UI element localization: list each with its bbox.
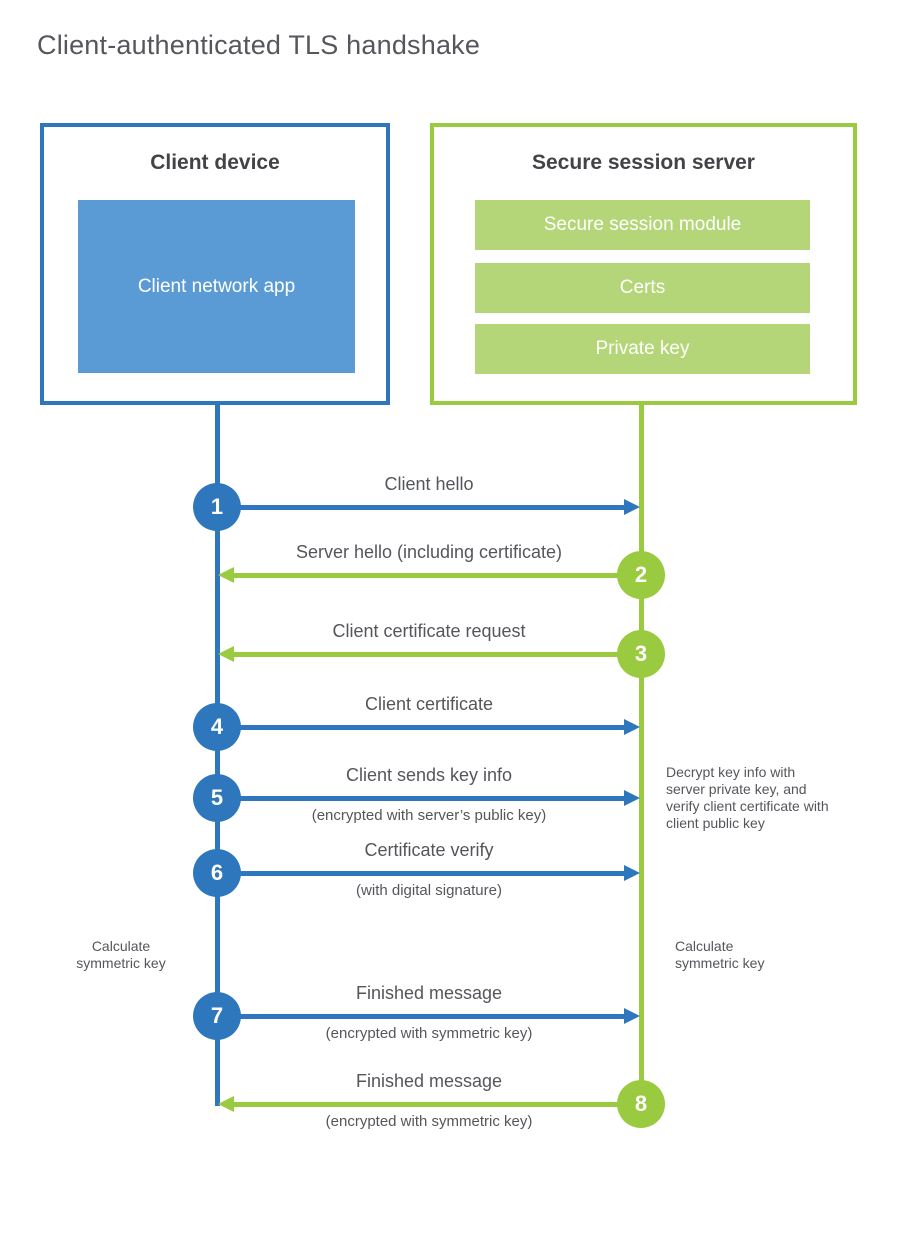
client-device-title: Client device	[150, 151, 280, 174]
arrow-right-icon	[624, 1008, 640, 1024]
calculate-symmetric-key-note-server: Calculate symmetric key	[675, 938, 765, 971]
step-number: 3	[634, 641, 648, 666]
message-step-5: Client sends key info 5 (encrypted with …	[0, 753, 900, 843]
step-badge-2: 2	[617, 551, 665, 599]
message-step-3: Client certificate request 3	[0, 609, 900, 699]
arrow-shaft	[217, 796, 625, 801]
step-badge-3: 3	[617, 630, 665, 678]
step-number: 7	[210, 1003, 224, 1028]
message-label: Client certificate	[364, 694, 494, 714]
message-step-8: Finished message 8 (encrypted with symme…	[0, 1059, 900, 1149]
step-number: 6	[210, 860, 224, 885]
step-number: 2	[634, 562, 648, 587]
server-module-secure-session: Secure session module	[475, 200, 810, 250]
step-number: 8	[634, 1091, 648, 1116]
step-badge-1: 1	[193, 483, 241, 531]
arrow-shaft	[234, 652, 641, 657]
arrow-shaft	[217, 871, 625, 876]
arrow-left-icon	[218, 567, 234, 583]
arrow-right-icon	[624, 499, 640, 515]
message-subtext: (encrypted with server’s public key)	[311, 807, 547, 824]
message-label: Finished message	[355, 983, 503, 1003]
message-label: Finished message	[355, 1071, 503, 1091]
step-badge-4: 4	[193, 703, 241, 751]
arrow-left-icon	[218, 1096, 234, 1112]
decrypt-key-note: Decrypt key info with server private key…	[666, 764, 829, 831]
arrow-left-icon	[218, 646, 234, 662]
arrow-shaft	[217, 505, 625, 510]
server-module-private-key: Private key	[475, 324, 810, 374]
message-label: Server hello (including certificate)	[295, 542, 563, 562]
message-step-4: Client certificate 4	[0, 682, 900, 772]
server-module-certs: Certs	[475, 263, 810, 313]
step-badge-7: 7	[193, 992, 241, 1040]
step-number: 1	[210, 494, 224, 519]
message-label: Client certificate request	[332, 621, 526, 641]
arrow-shaft	[217, 1014, 625, 1019]
server-lifeline	[639, 405, 644, 1127]
client-network-app-label: Client network app	[137, 276, 296, 297]
calculate-symmetric-key-note-client: Calculate symmetric key	[76, 938, 166, 971]
message-step-6: Certificate verify 6 (with digital signa…	[0, 828, 900, 918]
step-badge-6: 6	[193, 849, 241, 897]
secure-session-server-title: Secure session server	[532, 151, 755, 174]
arrow-right-icon	[624, 790, 640, 806]
arrow-shaft	[217, 725, 625, 730]
arrow-shaft	[234, 573, 641, 578]
arrow-right-icon	[624, 865, 640, 881]
step-badge-5: 5	[193, 774, 241, 822]
client-device-box: Client device Client network app	[40, 123, 390, 405]
step-badge-8: 8	[617, 1080, 665, 1128]
message-label: Client hello	[384, 474, 474, 494]
message-label: Certificate verify	[364, 840, 494, 860]
page-title: Client-authenticated TLS handshake	[37, 30, 481, 60]
client-lifeline	[215, 405, 220, 1106]
message-step-7: Finished message 7 (encrypted with symme…	[0, 971, 900, 1061]
client-network-app-box: Client network app	[78, 200, 355, 373]
message-subtext: (with digital signature)	[356, 882, 502, 899]
arrow-shaft	[234, 1102, 641, 1107]
message-step-1: Client hello 1	[0, 462, 900, 552]
message-subtext: (encrypted with symmetric key)	[325, 1113, 533, 1130]
message-step-2: Server hello (including certificate) 2	[0, 530, 900, 620]
secure-session-server-box: Secure session server Secure session mod…	[430, 123, 857, 405]
arrow-right-icon	[624, 719, 640, 735]
step-number: 4	[210, 714, 224, 739]
message-label: Client sends key info	[345, 765, 513, 785]
step-number: 5	[210, 785, 224, 810]
message-subtext: (encrypted with symmetric key)	[325, 1025, 533, 1042]
